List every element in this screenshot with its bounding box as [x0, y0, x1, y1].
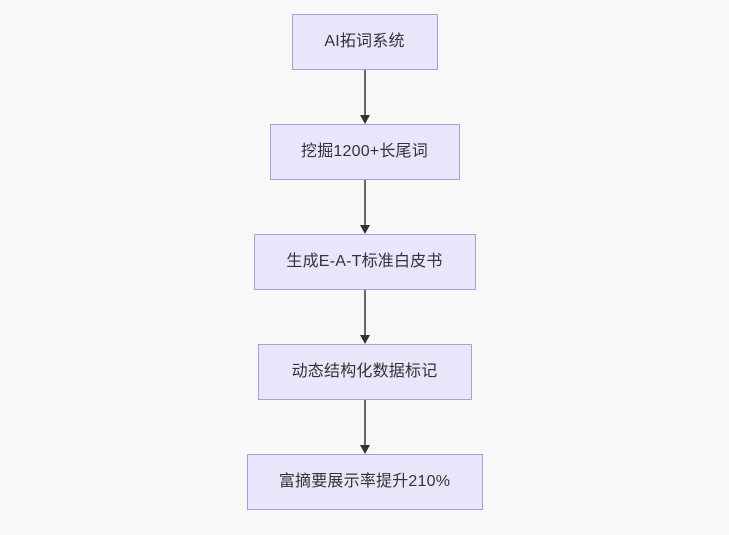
flowchart-connector-1 [356, 70, 374, 124]
arrow-down-icon [359, 115, 370, 124]
flowchart-node-5[interactable]: 富摘要展示率提升210% [246, 454, 483, 510]
flowchart-connector-2 [356, 180, 374, 234]
connector-line [363, 400, 366, 446]
connector-line [363, 70, 366, 116]
flowchart-node-4[interactable]: 动态结构化数据标记 [257, 344, 472, 400]
flowchart-node-2-label: 挖掘1200+长尾词 [301, 143, 428, 160]
flowchart-node-4-label: 动态结构化数据标记 [291, 363, 438, 380]
arrow-down-icon [359, 445, 370, 454]
flowchart-node-3[interactable]: 生成E-A-T标准白皮书 [253, 234, 476, 290]
arrow-down-icon [359, 335, 370, 344]
connector-line [363, 180, 366, 226]
flowchart-node-3-label: 生成E-A-T标准白皮书 [286, 253, 443, 270]
flowchart-node-1[interactable]: AI拓词系统 [291, 14, 438, 70]
flowchart-connector-4 [356, 400, 374, 454]
arrow-down-icon [359, 225, 370, 234]
flowchart-node-1-label: AI拓词系统 [324, 33, 405, 50]
flowchart-node-5-label: 富摘要展示率提升210% [278, 473, 451, 490]
flowchart-connector-3 [356, 290, 374, 344]
connector-line [363, 290, 366, 336]
flowchart-node-2[interactable]: 挖掘1200+长尾词 [269, 124, 460, 180]
